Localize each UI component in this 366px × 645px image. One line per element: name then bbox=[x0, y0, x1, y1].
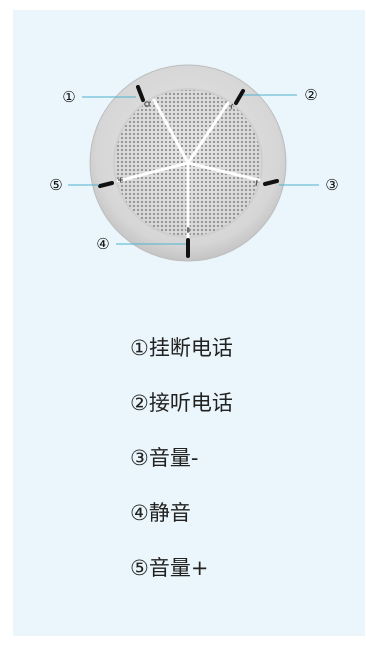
callout-5: ⑤ bbox=[49, 176, 62, 194]
answer-button-mark bbox=[234, 89, 245, 105]
leader-lines bbox=[68, 94, 319, 245]
minus-icon bbox=[255, 179, 258, 187]
hang-up-button-mark bbox=[136, 85, 145, 102]
speakerphone-diagram: ① ② ③ ④ ⑤ bbox=[49, 64, 339, 262]
volume-down-button-mark bbox=[263, 179, 279, 186]
button-marks bbox=[98, 85, 279, 258]
hang-up-icon bbox=[144, 101, 150, 107]
button-glyphs bbox=[118, 101, 258, 233]
legend-item-mute: ④静音 bbox=[130, 501, 191, 525]
volume-up-button-mark bbox=[98, 181, 114, 188]
legend-item-answer: ②接听电话 bbox=[130, 391, 233, 415]
legend-item-volume-up: ⑤音量+ bbox=[130, 556, 209, 580]
legend-item-volume-down: ③音量- bbox=[130, 446, 199, 470]
grille-dividers bbox=[116, 98, 261, 240]
answer-icon bbox=[230, 103, 234, 110]
callout-4: ④ bbox=[96, 235, 109, 253]
callout-1: ① bbox=[62, 88, 75, 106]
mute-icon bbox=[187, 227, 190, 233]
legend-item-hang-up: ①挂断电话 bbox=[130, 336, 233, 360]
plus-icon bbox=[118, 177, 123, 183]
button-legend: ①挂断电话 ②接听电话 ③音量- ④静音 ⑤音量+ bbox=[130, 328, 350, 603]
callout-2: ② bbox=[304, 86, 317, 104]
callout-3: ③ bbox=[325, 176, 338, 194]
